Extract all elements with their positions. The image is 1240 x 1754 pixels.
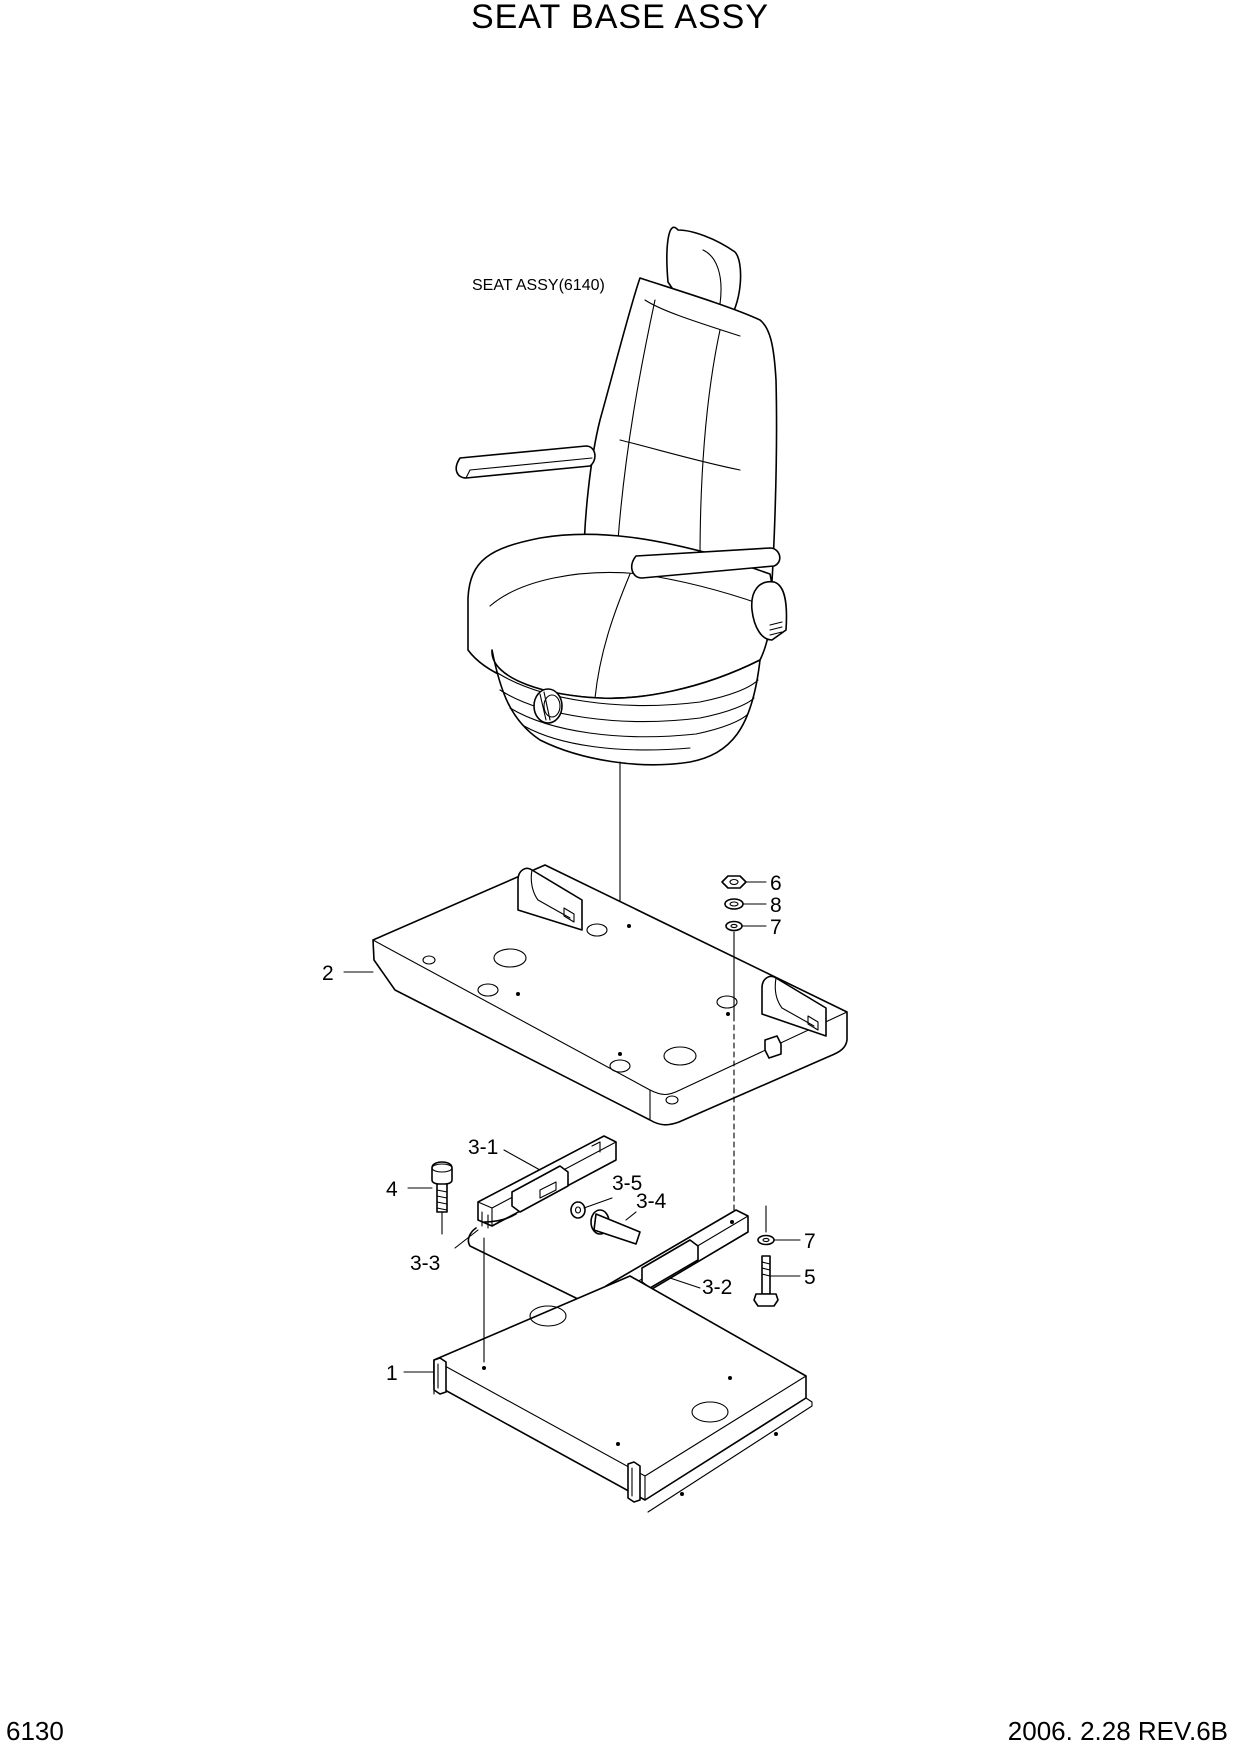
- page-title: SEAT BASE ASSY: [470, 0, 770, 36]
- upper-base-plate: [372, 864, 848, 1126]
- callout-7-upper: 7: [770, 916, 782, 939]
- callout-3-4: 3-4: [636, 1190, 667, 1213]
- bolt-3-4: [590, 1209, 641, 1245]
- callout-7-lower: 7: [804, 1230, 816, 1253]
- callout-3-1: 3-1: [468, 1136, 498, 1159]
- callout-2: 2: [322, 962, 334, 985]
- callout-3-5: 3-5: [612, 1172, 642, 1195]
- bolt-4: [431, 1161, 453, 1213]
- slide-rail-left: [477, 1135, 617, 1229]
- callout-6: 6: [770, 872, 782, 895]
- callout-4: 4: [386, 1178, 398, 1201]
- revision-stamp: 2006. 2.28 REV.6B: [1007, 1716, 1228, 1746]
- washer-7-lower: [757, 1234, 775, 1246]
- washer-3-5: [570, 1201, 586, 1219]
- bolt-5: [753, 1255, 779, 1307]
- callout-5: 5: [804, 1266, 816, 1289]
- page-code: 6130: [6, 1716, 64, 1746]
- seat-assembly: [455, 226, 788, 766]
- callout-1: 1: [386, 1362, 398, 1385]
- callout-8: 8: [770, 894, 782, 917]
- bottom-base-plate: [433, 1275, 813, 1513]
- callout-3-3: 3-3: [410, 1252, 440, 1275]
- callout-leaders: [343, 881, 801, 1373]
- callout-3-2: 3-2: [702, 1276, 732, 1299]
- seat-assy-reference: SEAT ASSY(6140): [472, 277, 605, 294]
